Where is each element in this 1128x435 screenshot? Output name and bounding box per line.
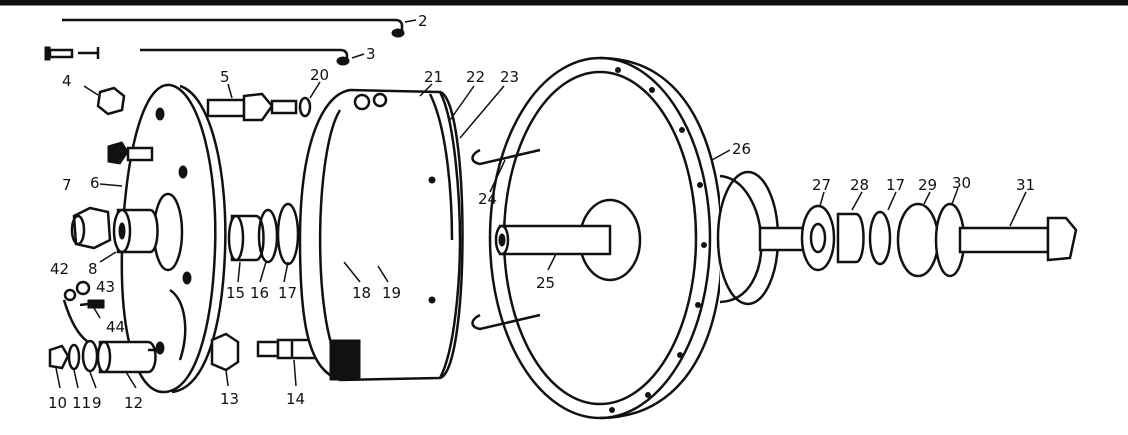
spoke-long	[62, 18, 405, 38]
label-part-26: 26	[732, 140, 751, 158]
label-part-17-right: 17	[886, 176, 905, 194]
axle-31	[958, 216, 1078, 262]
bushing-8	[112, 208, 159, 254]
label-part-29: 29	[918, 176, 937, 194]
label-part-28: 28	[850, 176, 869, 194]
label-part-4: 4	[62, 72, 72, 90]
label-part-19: 19	[382, 284, 401, 302]
cam-lever-parts	[62, 280, 105, 344]
label-part-2: 2	[418, 12, 428, 30]
bearing-stack-right	[800, 202, 966, 278]
lever-assembly	[48, 339, 158, 374]
label-part-13: 13	[220, 390, 239, 408]
label-part-16: 16	[250, 284, 269, 302]
backplate-bolt	[107, 141, 154, 165]
anchor-pin-14	[256, 338, 318, 360]
label-part-27: 27	[812, 176, 831, 194]
label-part-24: 24	[478, 190, 497, 208]
adjuster-bolt-5	[206, 92, 298, 122]
axle-nut-7	[70, 206, 112, 250]
label-part-14: 14	[286, 390, 305, 408]
small-bolt	[44, 46, 100, 61]
studs	[471, 148, 541, 331]
label-part-20: 20	[310, 66, 329, 84]
brake-backplate	[120, 83, 227, 394]
label-part-10: 10	[48, 394, 67, 412]
ring-20	[298, 96, 312, 118]
label-part-31: 31	[1016, 176, 1035, 194]
top-border	[0, 0, 1128, 6]
label-part-23: 23	[500, 68, 519, 86]
leader-lines	[55, 19, 1027, 389]
label-part-18: 18	[352, 284, 371, 302]
part-labels: 2 3 4 5 20 21 22 23 7 6 26 27 28 17 29 3…	[48, 12, 1035, 412]
label-part-22: 22	[466, 68, 485, 86]
label-part-5: 5	[220, 68, 230, 86]
label-part-44: 44	[106, 318, 125, 336]
label-part-12: 12	[124, 394, 143, 412]
hub-flange	[488, 56, 724, 420]
hub-right-flange	[716, 170, 812, 306]
nut-13	[210, 332, 240, 372]
label-part-30: 30	[952, 174, 971, 192]
brake-shoe-drum	[298, 88, 464, 382]
nut-4	[96, 86, 126, 116]
label-part-9: 9	[92, 394, 102, 412]
label-part-7: 7	[62, 176, 72, 194]
spoke-short	[140, 48, 350, 66]
label-part-17-left: 17	[278, 284, 297, 302]
label-part-21: 21	[424, 68, 443, 86]
label-part-3: 3	[366, 45, 376, 63]
label-part-15: 15	[226, 284, 245, 302]
label-part-25: 25	[536, 274, 555, 292]
label-part-11: 11	[72, 394, 91, 412]
label-part-42: 42	[50, 260, 69, 278]
label-part-43: 43	[96, 278, 115, 296]
label-part-8: 8	[88, 260, 98, 278]
label-part-6: 6	[90, 174, 100, 192]
